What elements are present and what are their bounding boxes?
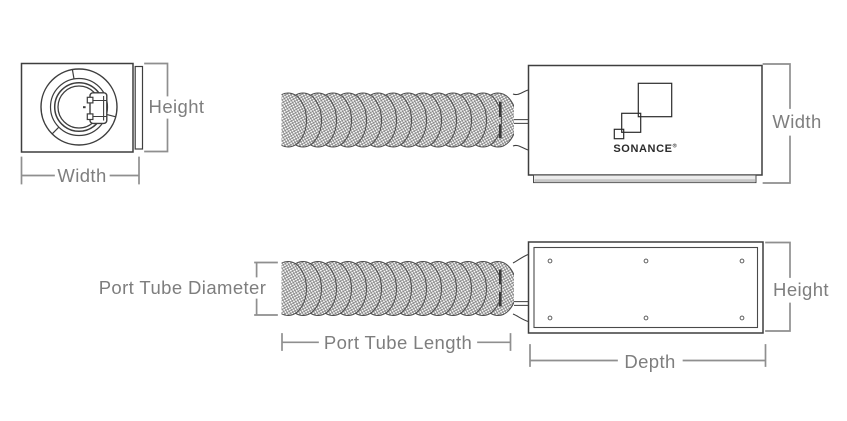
front-view bbox=[20, 62, 144, 153]
dim-port-tube-length bbox=[281, 333, 512, 351]
port-tube-bottom-seam bbox=[499, 269, 502, 307]
front-height-label: Height bbox=[148, 96, 205, 117]
front-view-side-flange bbox=[134, 65, 144, 150]
port-tube-diameter-label: Port Tube Diameter bbox=[98, 277, 267, 298]
side-view-cabinet bbox=[527, 64, 763, 184]
port-tube-top bbox=[270, 93, 517, 147]
sonance-logo-squares bbox=[613, 82, 673, 140]
bottom-view-inner-panel bbox=[533, 246, 759, 329]
dim-front-width bbox=[20, 156, 140, 185]
bottom-height-label: Height bbox=[773, 279, 829, 300]
dim-bottom-depth bbox=[529, 344, 767, 367]
screw-holes bbox=[547, 258, 745, 321]
dim-bottom-height bbox=[765, 241, 791, 332]
woofer-driver bbox=[40, 68, 118, 146]
driver-bracket bbox=[83, 92, 108, 125]
front-width-label: Width bbox=[57, 165, 107, 186]
driver-spokes bbox=[51, 69, 116, 135]
dim-front-height bbox=[144, 62, 169, 153]
port-tube-bottom bbox=[270, 262, 517, 316]
front-view-cabinet bbox=[20, 62, 134, 153]
side-width-label: Width bbox=[772, 111, 822, 132]
port-flare-top bbox=[512, 89, 529, 151]
bottom-view-cabinet bbox=[527, 241, 764, 334]
port-flare-bottom bbox=[512, 253, 529, 323]
dim-port-tube-diameter bbox=[254, 261, 278, 316]
port-tube-length-label: Port Tube Length bbox=[323, 332, 473, 353]
sonance-wordmark: SONANCE® bbox=[613, 143, 676, 155]
dim-side-width bbox=[762, 63, 791, 184]
bottom-depth-label: Depth bbox=[624, 350, 676, 372]
sonance-wordmark-text: SONANCE bbox=[613, 143, 673, 155]
registered-mark: ® bbox=[672, 143, 677, 150]
cabinet-base-lip bbox=[533, 174, 757, 184]
cabinet-base-shadow bbox=[534, 179, 755, 183]
port-tube-top-seam bbox=[499, 101, 502, 139]
